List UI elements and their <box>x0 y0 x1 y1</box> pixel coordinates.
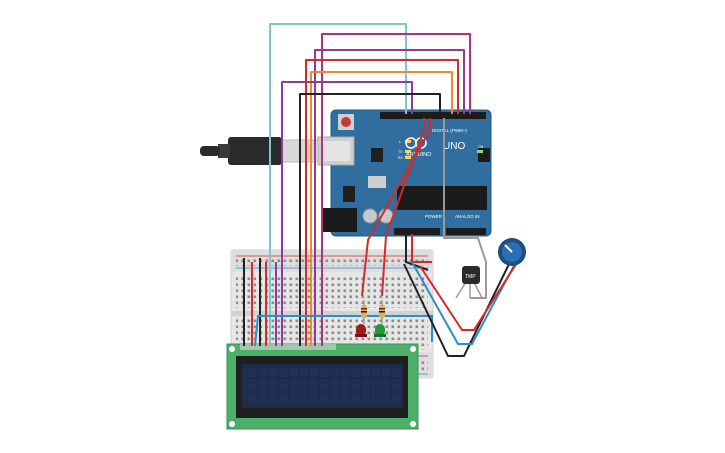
wire-purple-1 <box>314 49 465 346</box>
board-brand-text: ARDUINO <box>406 152 432 158</box>
analog-header[interactable] <box>446 228 486 235</box>
led-green[interactable] <box>374 324 386 337</box>
atmega-chip <box>397 186 487 210</box>
wire-cyan <box>269 23 407 346</box>
wire-magenta-1 <box>321 33 471 346</box>
sensor-label: TMP <box>465 274 476 280</box>
wire-red-top <box>305 59 459 346</box>
wire-red-led-2 <box>381 118 425 297</box>
power-jack <box>323 208 357 232</box>
l-label: L <box>399 140 401 144</box>
on-label: ON <box>478 145 484 149</box>
analog-label: ANALOG IN <box>455 214 480 219</box>
power-header[interactable] <box>394 228 440 235</box>
digital-header[interactable] <box>380 112 486 119</box>
resistor-2[interactable] <box>379 300 385 324</box>
wire-orange <box>310 71 453 346</box>
temperature-sensor[interactable]: TMP <box>455 266 483 299</box>
power-label: POWER <box>425 214 443 219</box>
resistor-1[interactable] <box>361 300 367 324</box>
wire-gray-sensor <box>443 118 487 299</box>
led-red[interactable] <box>355 324 367 337</box>
wire-black-top <box>299 93 441 346</box>
wire-purple-2 <box>281 81 413 346</box>
board-model-text: UNO <box>443 141 465 152</box>
arduino-uno-board[interactable]: ARDUINO UNO DIGITAL (PWM~) POWER ANALOG … <box>317 109 492 237</box>
lcd-pin-header <box>240 344 336 350</box>
tx-label: TX <box>398 150 403 154</box>
potentiometer[interactable] <box>403 238 526 357</box>
rx-label: RX <box>398 156 404 160</box>
wire-red-led <box>361 118 431 297</box>
reset-button-icon[interactable] <box>341 117 351 127</box>
breadboard-wires <box>243 258 433 347</box>
lcd-16x2-display[interactable] <box>226 343 419 430</box>
digital-label: DIGITAL (PWM~) <box>432 128 467 133</box>
jumper-wires <box>269 23 487 346</box>
